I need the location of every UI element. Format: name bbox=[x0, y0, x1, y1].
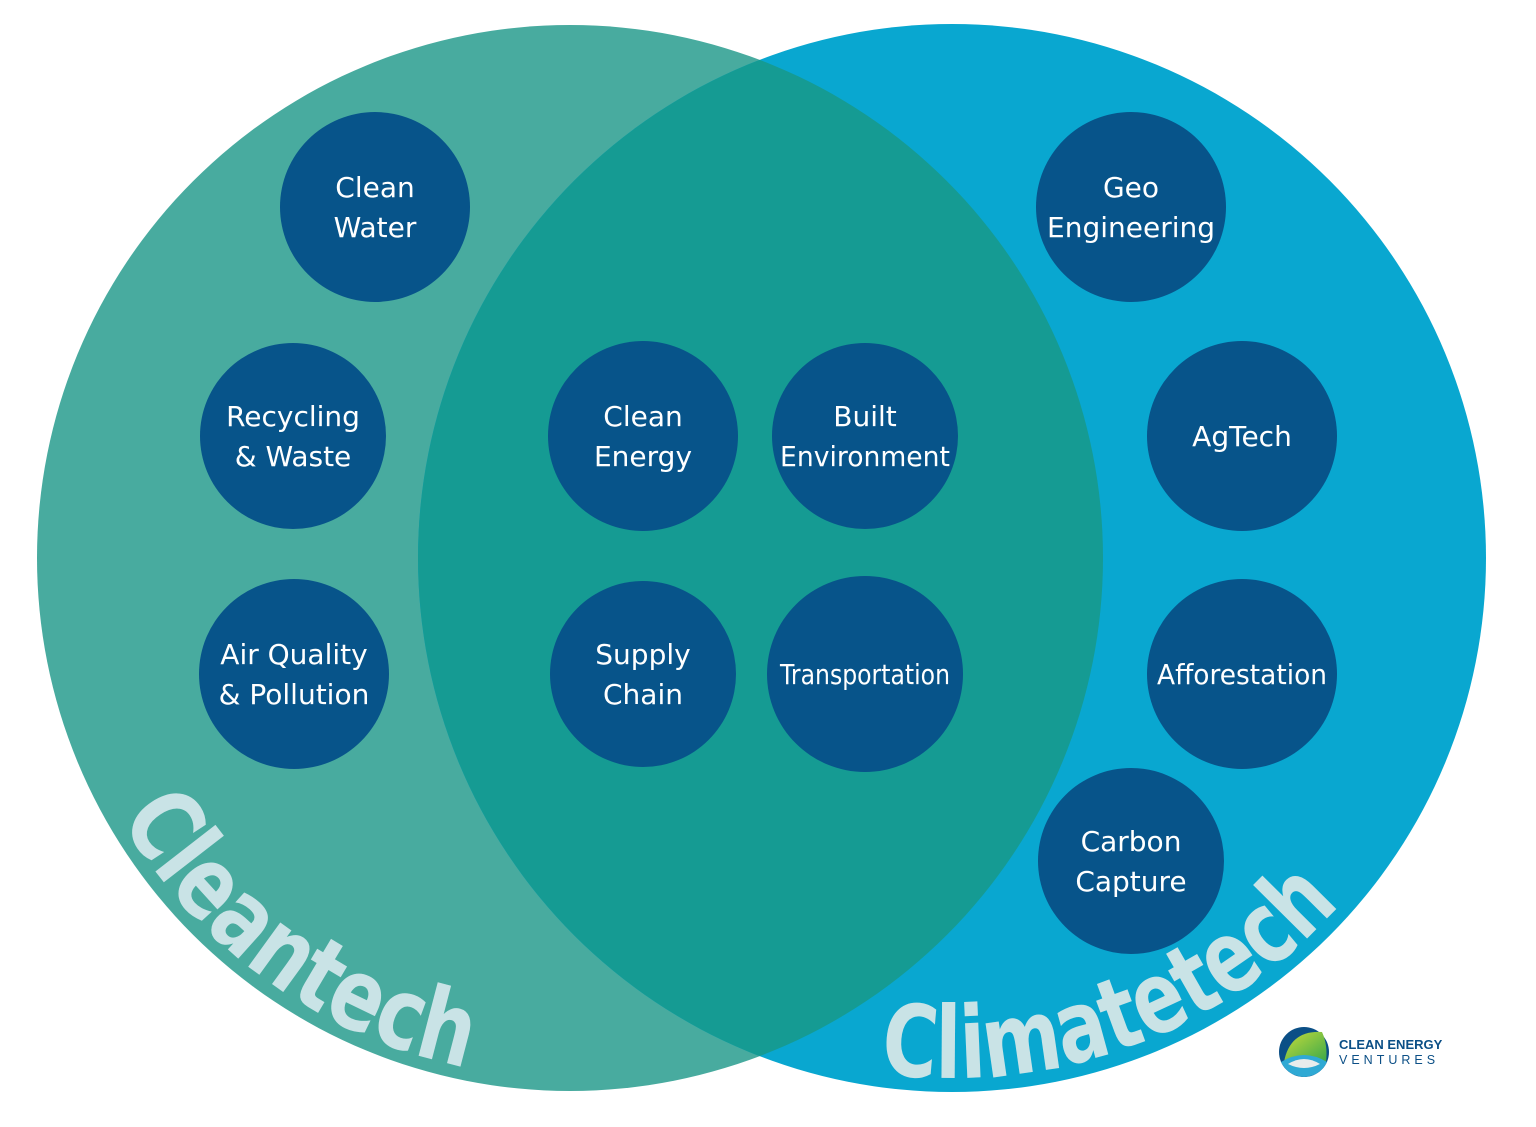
bubble-circle bbox=[280, 112, 470, 302]
bubble-air-quality-pollution: Air Quality & Pollution bbox=[199, 579, 389, 769]
bubble-recycling-waste: Recycling & Waste bbox=[200, 343, 386, 529]
bubble-circle bbox=[1038, 768, 1224, 954]
overlap-region bbox=[418, 25, 1103, 1091]
bubble-label: AgTech bbox=[1192, 420, 1292, 453]
bubble-label: Carbon bbox=[1081, 825, 1182, 858]
bubble-label: Air Quality bbox=[220, 638, 367, 671]
bubble-label: Capture bbox=[1075, 865, 1186, 898]
bubble-circle bbox=[1147, 579, 1337, 769]
logo-line1: CLEAN ENERGY bbox=[1339, 1037, 1443, 1052]
bubble-circle bbox=[200, 343, 386, 529]
bubble-label: Environment bbox=[780, 440, 950, 473]
bubble-label: Supply bbox=[595, 638, 690, 671]
bubble-circle bbox=[1147, 341, 1337, 531]
bubble-label: Chain bbox=[603, 678, 683, 711]
bubble-label: Transportation bbox=[779, 658, 950, 691]
bubble-label: Clean bbox=[335, 171, 414, 204]
bubble-circle bbox=[550, 581, 736, 767]
bubble-label: Energy bbox=[594, 440, 692, 473]
bubble-label: Geo bbox=[1103, 171, 1159, 204]
bubble-label: & Waste bbox=[235, 440, 352, 473]
bubble-circle bbox=[767, 576, 963, 772]
clean-energy-ventures-logo: CLEAN ENERGY VENTURES bbox=[1279, 1027, 1443, 1077]
bubble-circle bbox=[548, 341, 738, 531]
bubble-circle bbox=[1036, 112, 1226, 302]
bubble-label: & Pollution bbox=[219, 678, 370, 711]
bubble-afforestation: Afforestation bbox=[1147, 579, 1337, 769]
bubble-label: Recycling bbox=[226, 400, 360, 433]
bubble-label: Clean bbox=[603, 400, 682, 433]
bubble-circle bbox=[772, 343, 958, 529]
logo-line2: VENTURES bbox=[1339, 1053, 1439, 1067]
bubble-agtech: AgTech bbox=[1147, 341, 1337, 531]
bubble-transportation: Transportation bbox=[767, 576, 963, 772]
bubble-circle bbox=[199, 579, 389, 769]
bubble-label: Built bbox=[833, 400, 897, 433]
bubble-label: Afforestation bbox=[1157, 658, 1327, 691]
bubble-label: Water bbox=[334, 211, 417, 244]
bubble-label: Engineering bbox=[1047, 211, 1215, 244]
